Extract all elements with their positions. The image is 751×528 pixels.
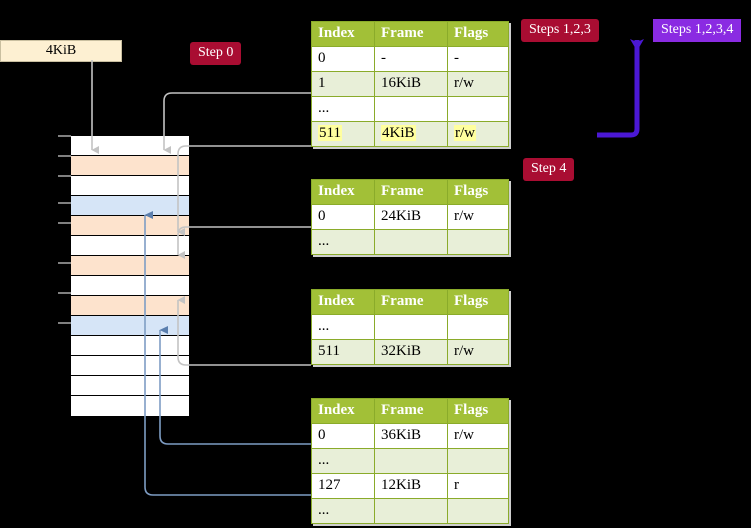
table-header-cell: Frame [374,289,448,315]
table-header-cell: Index [311,289,375,315]
memory-tick [58,202,71,204]
table-cell: 36KiB [374,423,448,449]
table-row: ... [311,448,509,474]
memory-cell [71,196,189,216]
table-cell [447,96,509,122]
table-cell: ... [311,314,375,340]
table-cell [447,448,509,474]
table-cell: r/w [447,71,509,97]
table-header-cell: Index [311,21,375,47]
memory-tick [58,175,71,177]
table-cell: ... [311,448,375,474]
highlighted-value: 511 [318,125,342,141]
table-cell [374,448,448,474]
size-box-4kib: 4KiB [0,40,122,62]
wire-table1-row511-to-memory [177,145,311,236]
memory-cell [71,276,189,296]
table-header-cell: Flags [447,398,509,424]
table-cell [374,498,448,524]
memory-cell [71,136,189,156]
wire-steps-bracket [597,39,644,138]
table-cell: 32KiB [374,339,448,365]
table-cell: 4KiB [374,121,448,147]
table-row: ... [311,96,509,122]
steps-123-badge: Steps 1,2,3 [521,19,599,42]
memory-cell [71,396,189,416]
table-row: 511 4KiB r/w [311,121,509,147]
wire-table3-row511-to-memory [177,296,311,366]
table-header-cell: Flags [447,21,509,47]
table-cell: r/w [447,121,509,147]
table-cell: 511 [311,339,375,365]
table-header-cell: Frame [374,21,448,47]
memory-tick [58,292,71,294]
table-row: 0-- [311,46,509,72]
table-cell: r [447,473,509,499]
table-cell: 0 [311,204,375,230]
table-cell: 24KiB [374,204,448,230]
wire-table2-row0-to-memory [177,226,311,259]
table-header-cell: Frame [374,179,448,205]
physical-memory-column [70,135,190,417]
table-header-cell: Index [311,179,375,205]
table-cell [447,229,509,255]
table-cell: - [447,46,509,72]
memory-cell [71,296,189,316]
step-0-badge: Step 0 [190,42,242,65]
table-cell: r/w [447,423,509,449]
table-cell: 511 [311,121,375,147]
memory-cell [71,356,189,376]
memory-cell [71,316,189,336]
table-header-cell: Index [311,398,375,424]
table-cell [374,229,448,255]
table-cell: ... [311,96,375,122]
table-header-cell: Flags [447,289,509,315]
memory-cell [71,156,189,176]
memory-cell [71,216,189,236]
memory-cell [71,236,189,256]
table-cell: r/w [447,204,509,230]
table-cell: ... [311,229,375,255]
memory-tick [58,135,71,137]
table-cell: - [374,46,448,72]
table-cell: 12KiB [374,473,448,499]
table-cell: ... [311,498,375,524]
memory-tick [58,222,71,224]
highlighted-value: r/w [454,125,476,141]
table-cell: r/w [447,339,509,365]
steps-1234-badge: Steps 1,2,3,4 [653,19,742,42]
table-cell: 127 [311,473,375,499]
table-cell [374,96,448,122]
memory-cell [71,336,189,356]
table-header-cell: Frame [374,398,448,424]
table-row: ... [311,498,509,524]
table-cell [447,314,509,340]
table-cell [374,314,448,340]
memory-tick [58,155,71,157]
highlighted-value: 4KiB [381,125,416,141]
table-cell: 0 [311,46,375,72]
memory-tick [58,322,71,324]
memory-cell [71,376,189,396]
table-cell: 16KiB [374,71,448,97]
memory-cell [71,256,189,276]
memory-tick [58,262,71,264]
table-row: ... [311,229,509,255]
memory-cell [71,176,189,196]
table-row: ... [311,314,509,340]
step-4-badge: Step 4 [523,158,575,181]
table-header-cell: Flags [447,179,509,205]
table-cell: 1 [311,71,375,97]
table-cell [447,498,509,524]
table-cell: 0 [311,423,375,449]
